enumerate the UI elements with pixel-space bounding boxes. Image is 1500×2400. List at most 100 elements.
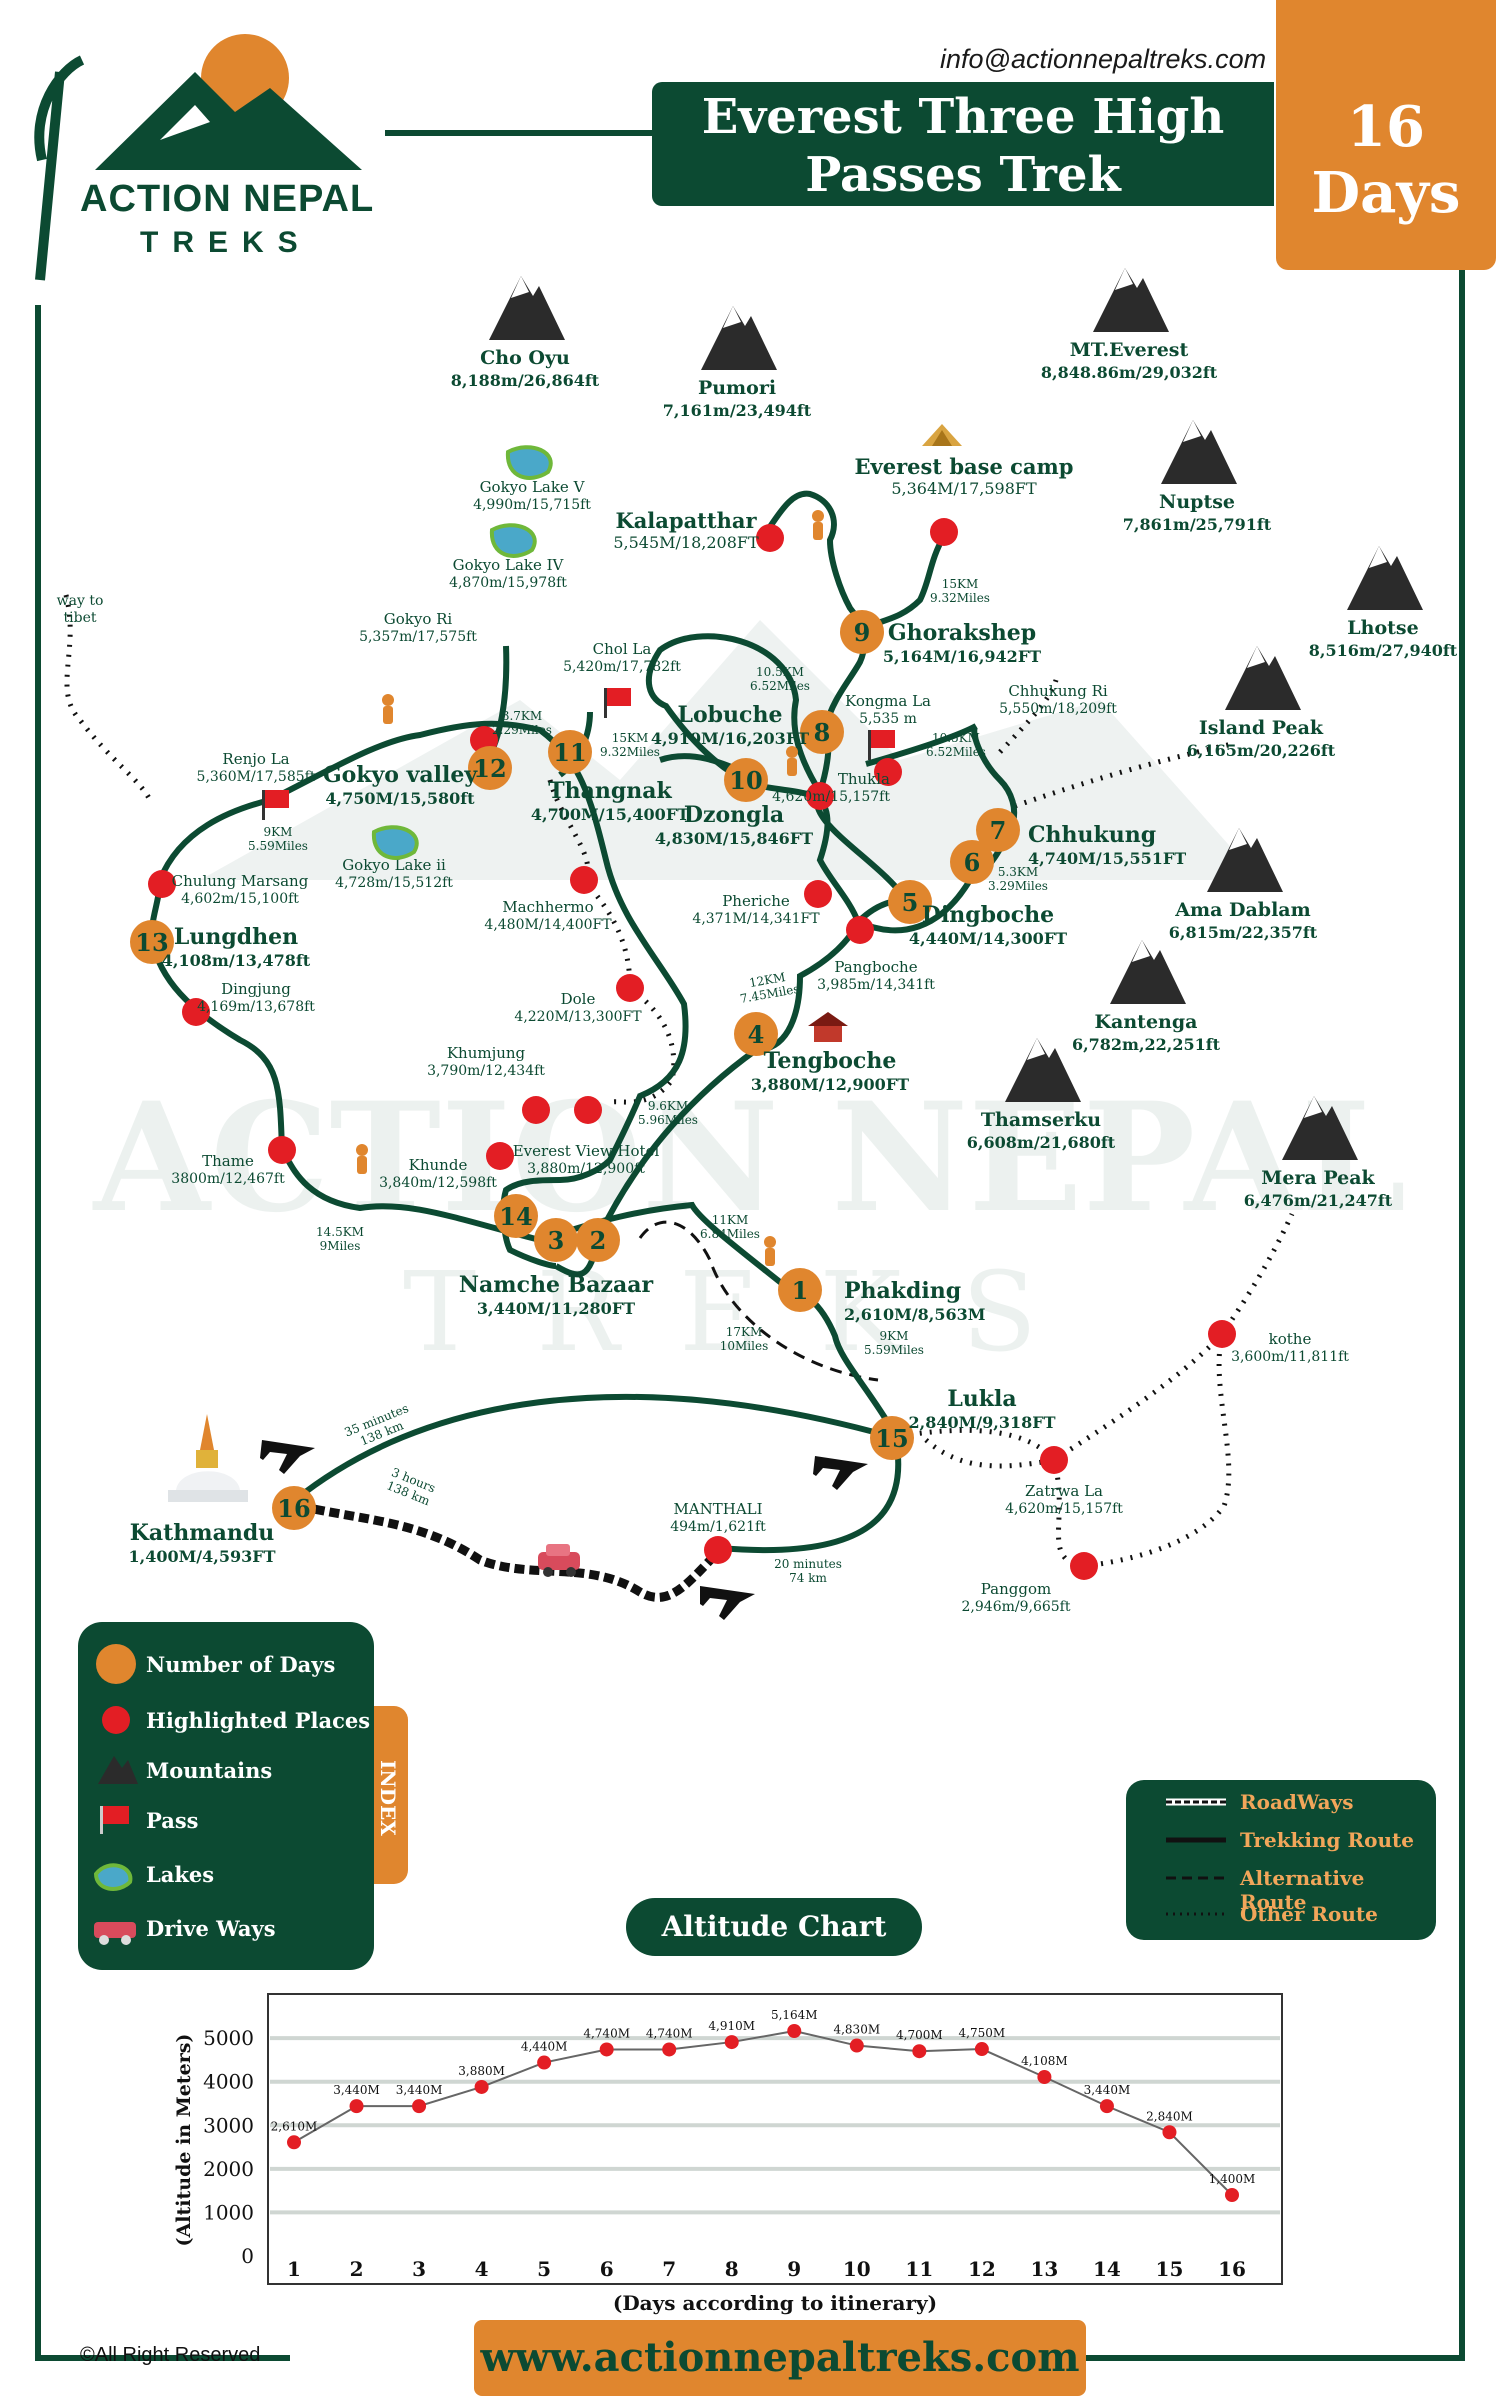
place-altitude: 494m/1,621ft (670, 1519, 766, 1535)
snowcap (1304, 1096, 1322, 1118)
place-altitude: 3,840m/12,598ft (379, 1175, 497, 1191)
day-stop-2: 2 (576, 1218, 620, 1262)
stop-name: Tengboche (764, 1048, 897, 1074)
mountain-icon (701, 306, 777, 370)
segment-distance-miles: 74 km (789, 1571, 827, 1585)
alternative-route (638, 1220, 879, 1382)
contact-email[interactable]: info@actionnepaltreks.com (940, 44, 1267, 74)
place-12: Renjo La5,360M/17,585ft (197, 750, 316, 785)
stop-name: Lungdhen (174, 924, 298, 950)
highlight-dot (874, 758, 902, 786)
stop-altitude: 4,830M/15,846FT (655, 829, 813, 848)
snowcap (1132, 940, 1150, 962)
mountain-name: MT.Everest (1070, 339, 1189, 361)
other-route-kothe (1052, 1332, 1224, 1463)
chart-x-tick: 4 (475, 2257, 489, 2281)
chart-x-tick: 11 (905, 2257, 933, 2281)
place-name: Gokyo Lake IV (453, 556, 565, 574)
title-line-1: Everest Three High (701, 89, 1225, 145)
place-name: Thame (202, 1152, 254, 1170)
logo-text-main: ACTION NEPAL (80, 178, 375, 220)
highlight-dot (182, 998, 210, 1026)
day-circle (494, 1194, 538, 1238)
place-altitude: 4,870m/15,978ft (449, 575, 567, 591)
chart-x-tick: 1 (287, 2257, 301, 2281)
place-altitude: 5,545M/18,208FT (613, 533, 759, 552)
highlight-dot (1208, 1320, 1236, 1348)
website-link[interactable]: www.actionnepaltreks.com (474, 2320, 1086, 2396)
mountain-name: Nuptse (1159, 491, 1235, 513)
place-7: Chol La5,420m/17,782ft (563, 640, 681, 675)
place-name: Gokyo Ri (384, 610, 453, 628)
stop-name: Dzongla (684, 802, 784, 828)
place-4: Chhukung Ri5,550m/18,209ft (999, 682, 1117, 717)
day-circle-icon (96, 1644, 136, 1684)
index-tab: INDEX (368, 1706, 408, 1884)
highlight-dot (930, 518, 958, 546)
day-circle (576, 1218, 620, 1262)
mountain-name: Kantenga (1095, 1011, 1198, 1033)
mountain-name: Lhotse (1347, 617, 1418, 639)
place-name: Panggom (981, 1580, 1051, 1598)
plane-icon (260, 1440, 315, 1474)
chart-x-tick: 6 (600, 2257, 614, 2281)
place-name: Gokyo Lake V (480, 478, 586, 496)
chart-y-label: (Altitude in Meters) (173, 2034, 195, 2247)
way-to-tibet-label-2: tibet (64, 610, 97, 626)
route-legend: RoadWays Trekking Route Alternative Rout… (1126, 1780, 1436, 1940)
chart-data-label: 2,610M (271, 2119, 318, 2133)
segment-distance-km: 5.3KM (998, 865, 1038, 879)
chart-data-label: 5,164M (771, 2008, 818, 2022)
place-name: Pangboche (834, 958, 917, 976)
place-altitude: 3,985m/14,341ft (817, 977, 935, 993)
highlight-dot (148, 870, 176, 898)
day-number: 10 (729, 766, 762, 795)
day-circle (870, 1416, 914, 1460)
segment-distance-miles: 9.32Miles (930, 591, 990, 605)
place-22: Zatrwa La4,620m/15,157ft (1005, 1446, 1123, 1517)
road-route (298, 1501, 724, 1602)
chart-x-tick: 8 (725, 2257, 739, 2281)
stop-altitude: 3,880M/12,900FT (751, 1075, 909, 1094)
place-name: Everest View Hotel (513, 1142, 660, 1160)
index-item-pass: Pass (146, 1808, 199, 1833)
place-name: MANTHALI (673, 1500, 762, 1518)
mountain-altitude: 6,165m/20,226ft (1187, 741, 1336, 760)
chart-data-label: 4,108M (1021, 2054, 1068, 2068)
day-circle (778, 1268, 822, 1312)
day-number: 12 (473, 754, 506, 783)
chart-data-label: 3,880M (458, 2064, 505, 2078)
lake-icons (371, 445, 553, 860)
place-altitude: 4,371M/14,341FT (692, 911, 820, 927)
place-name: Dingjung (221, 980, 291, 998)
place-2: Kongma La5,535 m (845, 692, 931, 786)
other-route-mera (899, 1212, 1295, 1569)
stop-name: Ghorakshep (888, 620, 1036, 646)
chart-grid (270, 2036, 1280, 2215)
place-altitude: 3,880m/12,900ft (527, 1161, 645, 1177)
chart-x-tick: 12 (968, 2257, 996, 2281)
segment-distance-km: 3.7KM (502, 709, 542, 723)
chart-x-tick: 2 (350, 2257, 364, 2281)
segment-distance-miles: 10Miles (720, 1339, 769, 1353)
chart-point (1162, 2125, 1177, 2140)
mountain-icon (1207, 828, 1283, 892)
stop-altitude: 3,440M/11,280FT (477, 1299, 635, 1318)
route-legend-trekking: Trekking Route (1240, 1828, 1414, 1852)
